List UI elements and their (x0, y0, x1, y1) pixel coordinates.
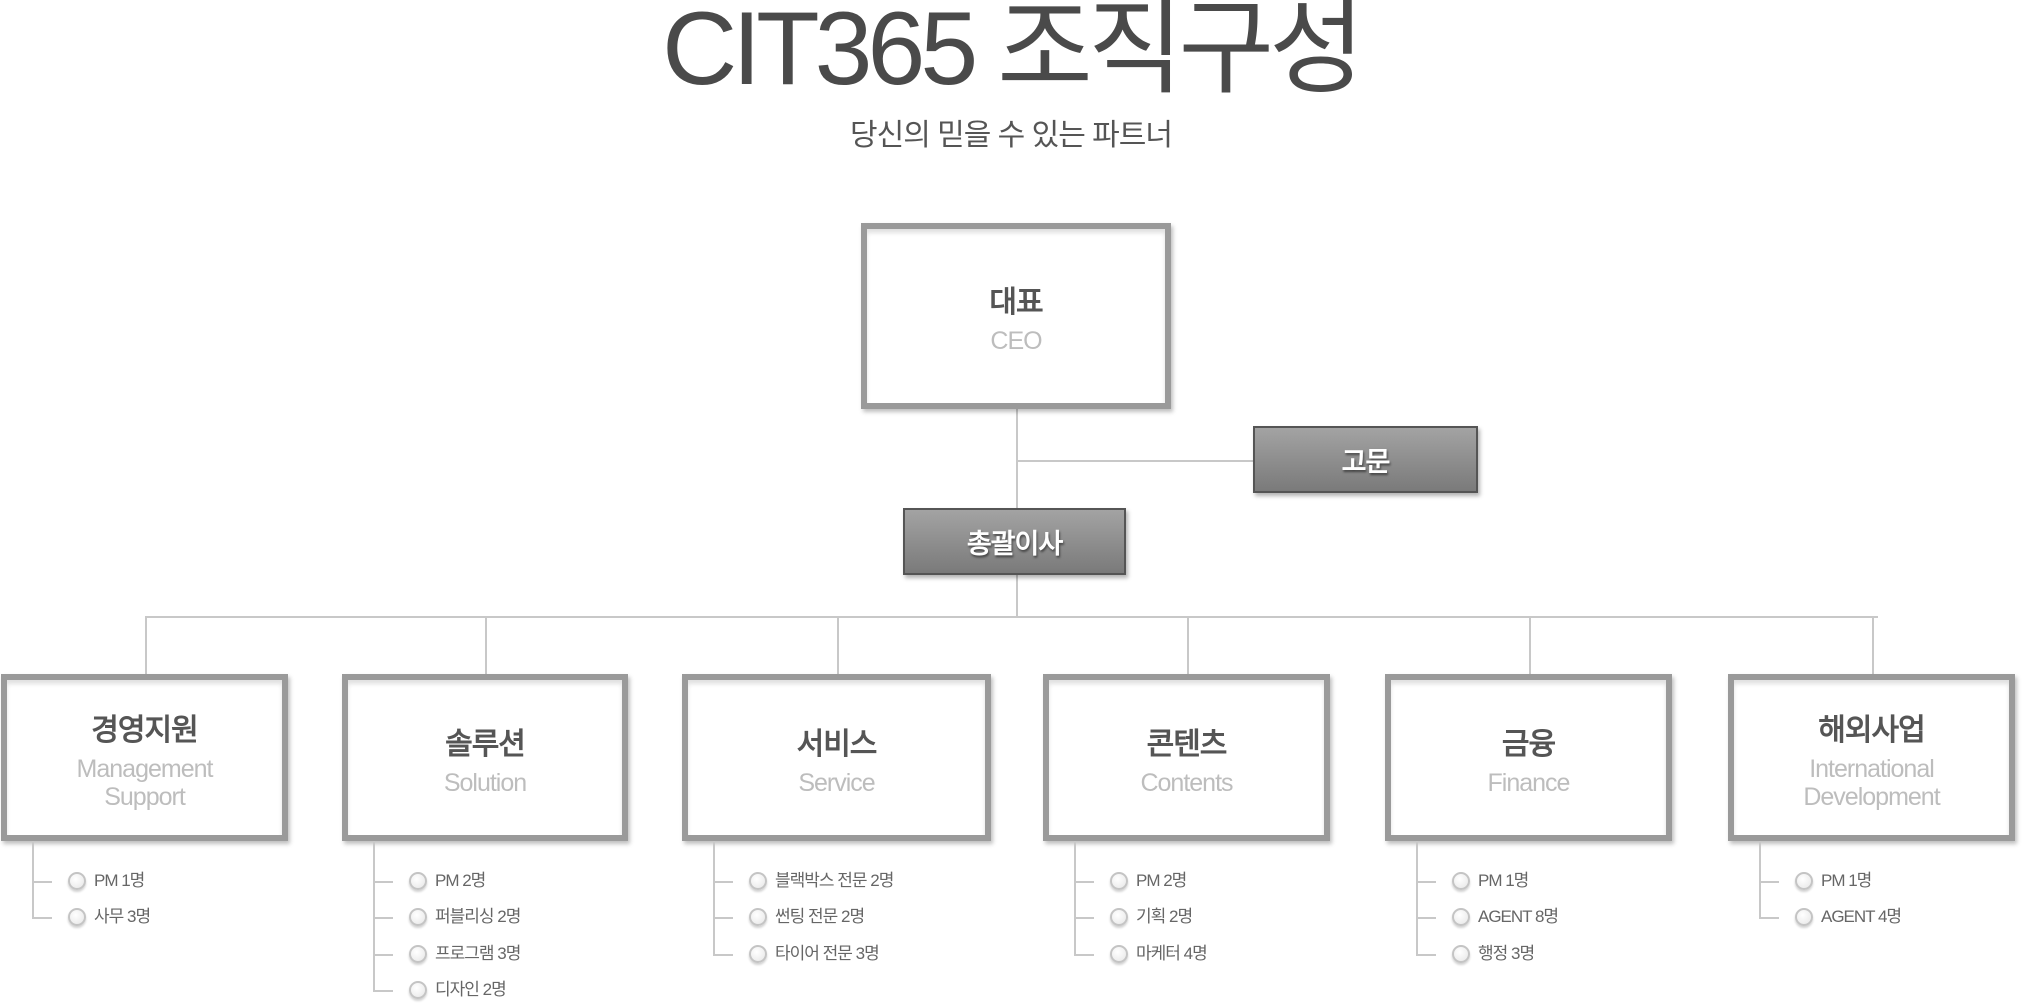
item-tree-line (32, 841, 34, 917)
department-box: 서비스 Service (682, 674, 991, 841)
department-box: 솔루션 Solution (342, 674, 628, 841)
department-name-ko: 콘텐츠 (1146, 727, 1228, 761)
bullet-circle-icon (1452, 908, 1470, 926)
staff-item: AGENT 8명 (1478, 907, 1559, 926)
bullet-circle-icon (1110, 872, 1128, 890)
item-tick (1074, 954, 1094, 956)
connector-line (145, 616, 147, 674)
staff-item: PM 2명 (435, 871, 486, 890)
department-name-ko: 금융 (1501, 727, 1556, 761)
bullet-circle-icon (409, 872, 427, 890)
department-name-en-line: Solution (443, 768, 527, 797)
department-name-en-line: Management (76, 754, 214, 783)
connector-line (485, 616, 487, 674)
department-name-en-line: Service (798, 768, 875, 797)
bullet-circle-icon (68, 872, 86, 890)
staff-item: 프로그램 3명 (435, 944, 521, 963)
department-name-ko: 경영지원 (91, 713, 198, 747)
staff-item: PM 1명 (94, 871, 145, 890)
staff-item: 썬팅 전문 2명 (775, 907, 865, 926)
item-tick (713, 881, 733, 883)
item-tick (1416, 917, 1436, 919)
staff-item: 블랙박스 전문 2명 (775, 871, 894, 890)
staff-item: PM 1명 (1478, 871, 1529, 890)
item-tick (713, 917, 733, 919)
item-tree-line (373, 841, 375, 990)
bullet-circle-icon (68, 908, 86, 926)
item-tick (373, 917, 393, 919)
department-name-en: Contents (1140, 768, 1233, 797)
item-tick (1074, 881, 1094, 883)
bullet-circle-icon (409, 981, 427, 999)
item-tick (373, 954, 393, 956)
bullet-circle-icon (1452, 872, 1470, 890)
ceo-title-ko: 대표 (989, 286, 1043, 319)
item-tick (713, 954, 733, 956)
bullet-circle-icon (1795, 872, 1813, 890)
department-name-en-line: Support (104, 782, 186, 811)
department-name-en: Finance (1487, 768, 1571, 797)
item-tree-line (1759, 841, 1761, 917)
page-title: CIT365 조직구성 (662, 0, 1365, 107)
department-name-ko: 해외사업 (1818, 713, 1925, 747)
department-name-en: Service (798, 768, 875, 797)
department-name-ko: 서비스 (796, 727, 878, 761)
staff-item: 타이어 전문 3명 (775, 944, 880, 963)
department-box: 콘텐츠 Contents (1043, 674, 1330, 841)
bullet-circle-icon (749, 945, 767, 963)
connector-line (1187, 616, 1189, 674)
item-tree-line (1074, 841, 1076, 954)
item-tick (1416, 881, 1436, 883)
ceo-title-en: CEO (990, 327, 1042, 355)
item-tick (32, 917, 52, 919)
department-name-en-line: International (1809, 754, 1935, 783)
staff-item: 디자인 2명 (435, 980, 507, 999)
staff-item: 사무 3명 (94, 907, 151, 926)
staff-item: 퍼블리싱 2명 (435, 907, 521, 926)
page-subtitle: 당신의 믿을 수 있는 파트너 (850, 119, 1173, 152)
item-tree-line (713, 841, 715, 954)
department-name-en: Solution (443, 768, 527, 797)
bullet-circle-icon (749, 908, 767, 926)
department-name-ko: 솔루션 (445, 727, 526, 761)
connector-line (1017, 460, 1253, 462)
advisor-box: 고문 (1253, 426, 1478, 493)
department-box: 금융 Finance (1385, 674, 1672, 841)
connector-line (1872, 616, 1874, 674)
director-box: 총괄이사 (903, 508, 1126, 575)
bullet-circle-icon (749, 872, 767, 890)
connector-line (1529, 616, 1531, 674)
staff-item: 마케터 4명 (1136, 944, 1208, 963)
item-tick (1074, 917, 1094, 919)
bullet-circle-icon (409, 908, 427, 926)
bullet-circle-icon (1795, 908, 1813, 926)
staff-item: 행정 3명 (1478, 944, 1535, 963)
connector-line (837, 616, 839, 674)
staff-item: PM 2명 (1136, 871, 1187, 890)
bullet-circle-icon (409, 945, 427, 963)
department-name-en-line: Finance (1487, 768, 1571, 797)
item-tick (1416, 954, 1436, 956)
ceo-box: 대표 CEO (861, 223, 1171, 409)
item-tick (32, 881, 52, 883)
item-tree-line (1416, 841, 1418, 954)
staff-item: PM 1명 (1821, 871, 1872, 890)
department-name-en-line: Development (1803, 782, 1940, 811)
department-name-en-line: Contents (1140, 768, 1233, 797)
item-tick (373, 990, 393, 992)
bullet-circle-icon (1110, 945, 1128, 963)
bullet-circle-icon (1110, 908, 1128, 926)
item-tick (373, 881, 393, 883)
item-tick (1759, 881, 1779, 883)
connector-bus (146, 616, 1878, 618)
staff-item: 기획 2명 (1136, 907, 1193, 926)
staff-item: AGENT 4명 (1821, 907, 1902, 926)
bullet-circle-icon (1452, 945, 1470, 963)
item-tick (1759, 917, 1779, 919)
